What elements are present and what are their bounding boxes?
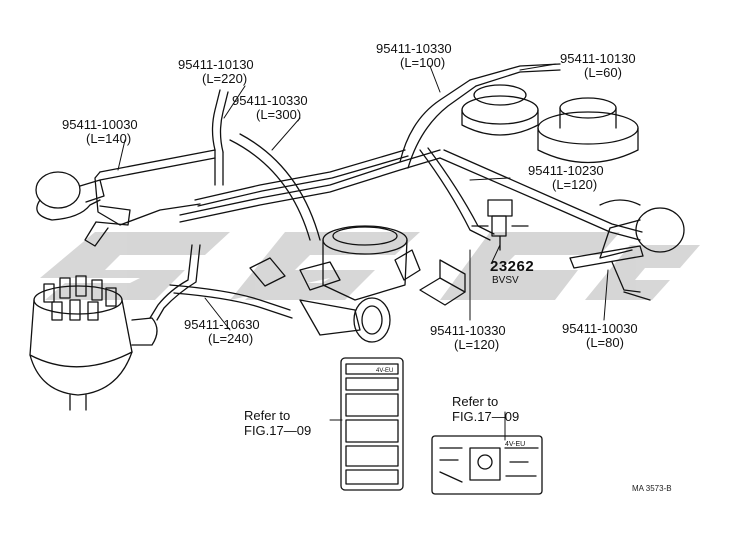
hose-harness: [94, 63, 643, 321]
carburetor: [299, 225, 421, 343]
right-vacuum-unit: [569, 199, 685, 301]
vacuum-advance-unit: [35, 171, 131, 247]
vacuum-fitting: [249, 257, 466, 306]
leader-lines: [117, 63, 609, 441]
hose-label-95411-10030-80: 95411-10030(L=80): [562, 321, 638, 350]
plate2-tag: 4V-EU: [505, 441, 525, 448]
bvsv-label: 23262 BVSV: [490, 258, 535, 286]
hose-label-95411-10130-60: 95411-10130(L=60): [560, 51, 636, 80]
hose-label-95411-10630-240: 95411-10630(L=240): [184, 317, 260, 346]
hose-label-95411-10030-140: 95411-10030(L=140): [62, 117, 138, 146]
vacuum-diagram-plate: [431, 435, 543, 495]
hose-label-95411-10330-100: 95411-10330(L=100): [376, 41, 452, 70]
hose-label-95411-10330-120: 95411-10330(L=120): [430, 323, 506, 352]
hose-label-95411-10130-220: 95411-10130(L=220): [178, 57, 254, 86]
document-id: MA 3573-B: [632, 484, 672, 493]
hose-label-95411-10330-300: 95411-10330(L=300): [232, 93, 308, 122]
distributor: [29, 275, 158, 411]
emission-label-plate: [340, 357, 404, 491]
watermark-logo: [40, 232, 700, 300]
hose-label-95411-10230-120: 95411-10230(L=120): [528, 163, 604, 192]
bvsv-valve: [471, 199, 529, 251]
diaphragm-units: [461, 84, 639, 164]
plate1-tag: 4V-EU: [376, 368, 393, 374]
